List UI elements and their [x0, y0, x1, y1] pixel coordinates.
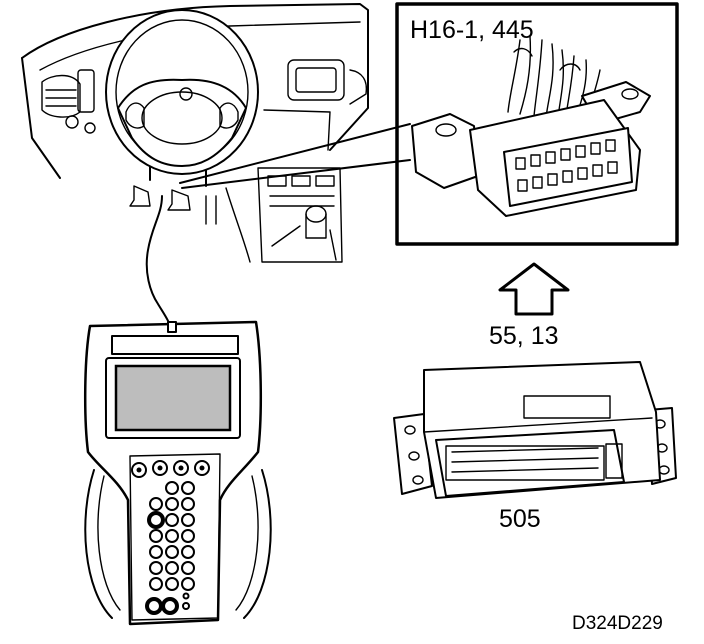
up-arrow-icon — [498, 262, 570, 316]
callout-lines — [179, 123, 411, 189]
connector-inset: H16-1, 445 — [395, 2, 679, 246]
connector-label: H16-1, 445 — [410, 16, 534, 44]
dashboard-illustration — [21, 3, 369, 263]
signal-pins-label: 55, 13 — [489, 322, 559, 350]
control-module: 505 — [393, 361, 677, 533]
scan-tool — [83, 320, 272, 626]
drawing-reference: D324D229 — [572, 613, 663, 634]
keypad — [145, 481, 195, 615]
module-label: 505 — [499, 505, 541, 533]
diagnostic-cable — [145, 195, 173, 333]
connector-pins — [515, 139, 618, 192]
